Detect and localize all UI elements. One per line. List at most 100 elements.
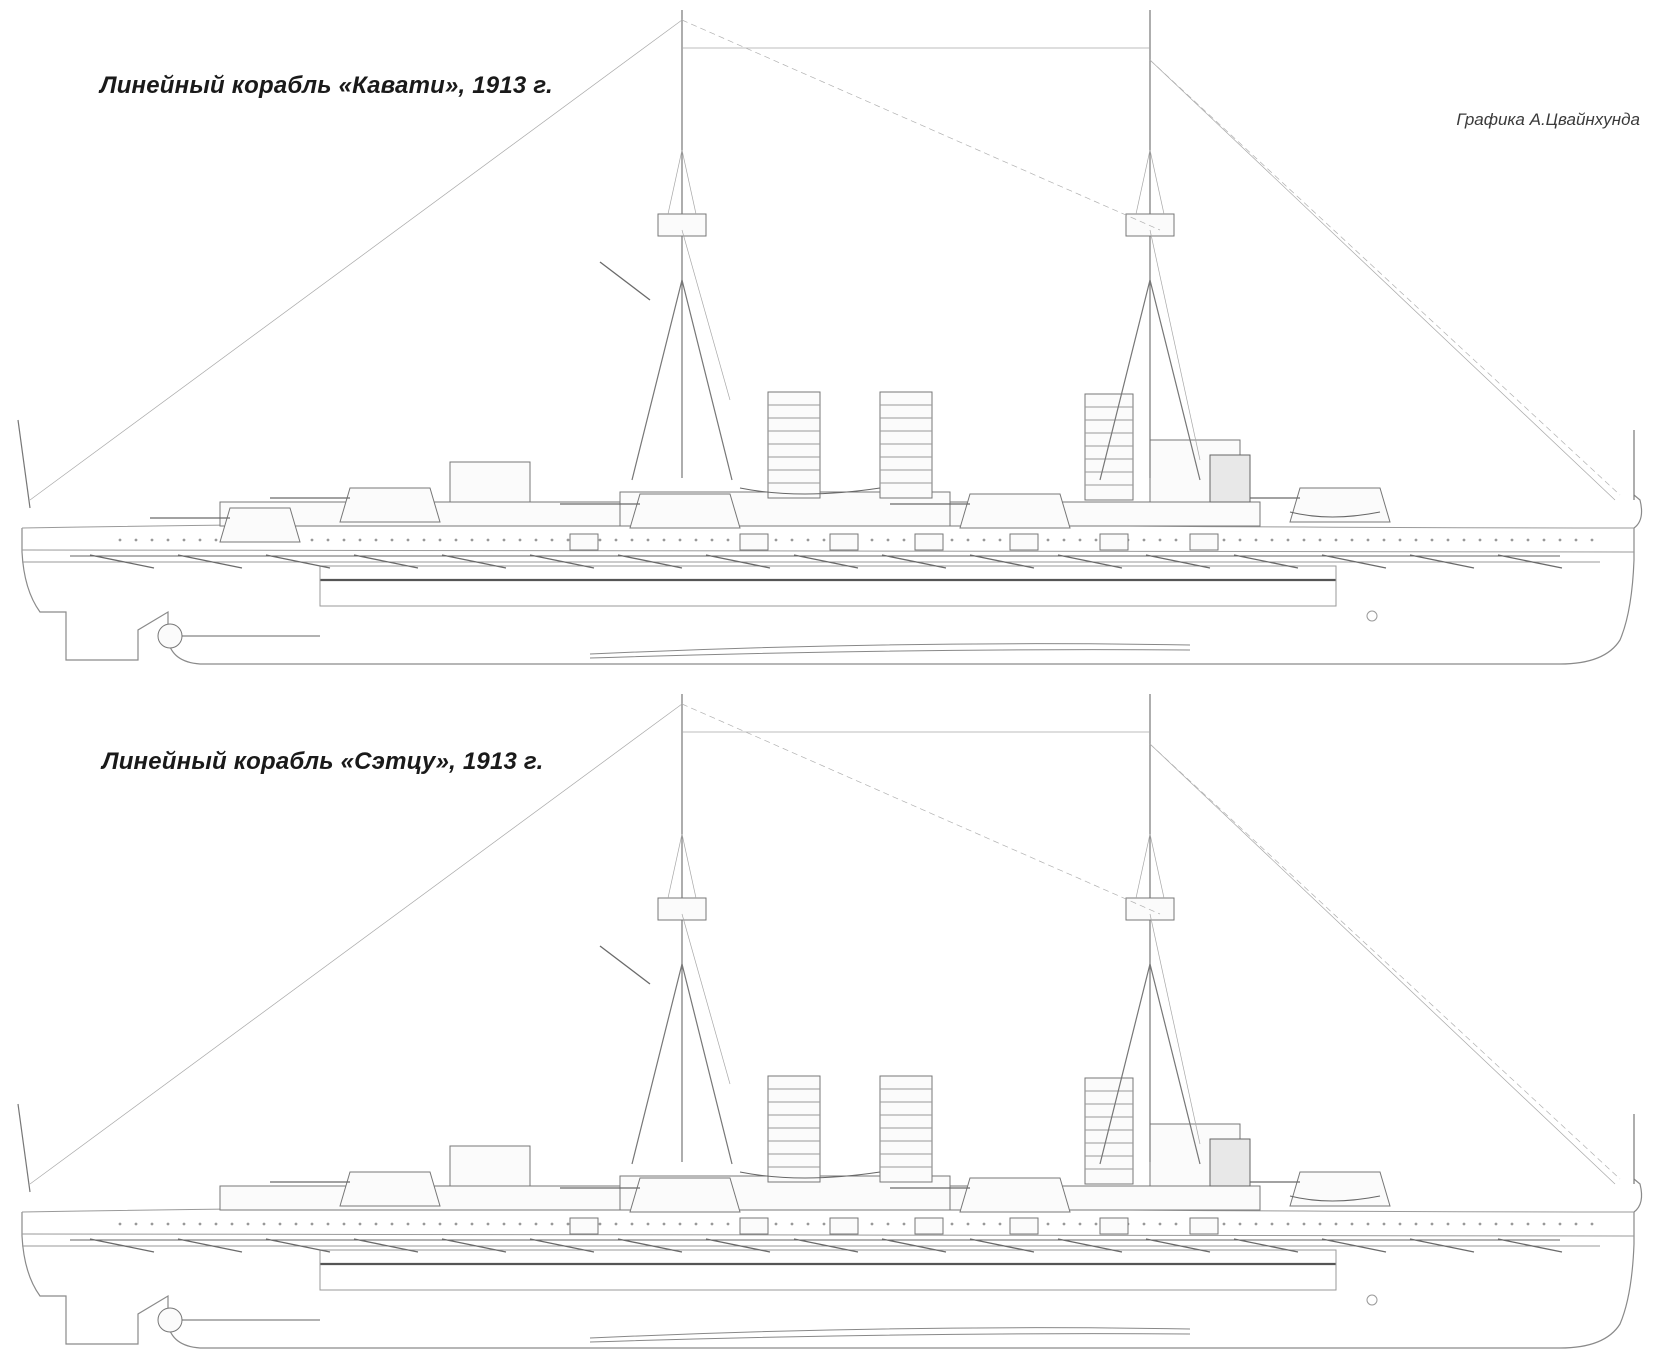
porthole	[1462, 1222, 1466, 1226]
tripod-leg	[1149, 279, 1201, 481]
wing-turret-fore	[629, 1177, 741, 1213]
aft-turret	[1289, 487, 1391, 523]
porthole	[182, 1222, 186, 1226]
net-boom	[265, 1238, 331, 1253]
funnel	[1084, 1077, 1134, 1185]
porthole	[470, 1222, 474, 1226]
porthole	[1414, 538, 1418, 542]
ensign-staff	[17, 1103, 31, 1193]
porthole	[1238, 1222, 1242, 1226]
boat-derrick	[599, 261, 651, 301]
porthole	[534, 1222, 538, 1226]
porthole	[454, 538, 458, 542]
porthole	[454, 1222, 458, 1226]
porthole	[1430, 538, 1434, 542]
porthole	[998, 1222, 1002, 1226]
porthole	[278, 1222, 282, 1226]
tripod-leg	[681, 279, 733, 481]
ensign-staff	[17, 419, 31, 509]
net-boom	[441, 1238, 507, 1253]
porthole	[150, 1222, 154, 1226]
porthole	[1286, 1222, 1290, 1226]
casemate	[914, 1217, 944, 1235]
porthole	[310, 538, 314, 542]
porthole	[982, 1222, 986, 1226]
porthole	[902, 538, 906, 542]
net-boom	[1321, 1238, 1387, 1253]
porthole	[358, 1222, 362, 1226]
casemate	[829, 1217, 859, 1235]
porthole	[1142, 538, 1146, 542]
porthole	[1078, 1222, 1082, 1226]
porthole	[1590, 1222, 1594, 1226]
porthole	[134, 538, 138, 542]
bilge-keel	[589, 643, 1191, 655]
porthole	[198, 538, 202, 542]
net-boom	[1233, 554, 1299, 569]
net-boom	[969, 1238, 1035, 1253]
bilge-keel-lower	[589, 649, 1191, 659]
porthole	[518, 1222, 522, 1226]
porthole	[326, 1222, 330, 1226]
porthole	[1398, 1222, 1402, 1226]
porthole	[1094, 538, 1098, 542]
porthole	[1238, 538, 1242, 542]
net-boom	[705, 554, 771, 569]
net-boom	[617, 1238, 683, 1253]
porthole	[1062, 538, 1066, 542]
porthole	[1286, 538, 1290, 542]
fighting-top	[657, 213, 707, 237]
porthole	[118, 1222, 122, 1226]
porthole	[550, 538, 554, 542]
fore-turret	[339, 1171, 441, 1207]
porthole	[1446, 538, 1450, 542]
net-boom	[265, 554, 331, 569]
wing-turret-fore	[629, 493, 741, 529]
aerial-aft	[1149, 743, 1621, 1180]
shroud	[681, 229, 731, 401]
casemate	[569, 1217, 599, 1235]
net-boom	[353, 1238, 419, 1253]
fore-bridge	[449, 1145, 531, 1187]
net-boom	[1057, 1238, 1123, 1253]
ship-drawing-settsu	[17, 694, 1643, 1349]
porthole	[1382, 538, 1386, 542]
porthole	[1398, 538, 1402, 542]
porthole	[550, 1222, 554, 1226]
porthole	[1302, 538, 1306, 542]
porthole	[422, 538, 426, 542]
net-boom	[969, 554, 1035, 569]
hawse-hole	[1366, 1294, 1378, 1306]
ship-drawing-kawachi	[17, 10, 1643, 665]
porthole	[1174, 538, 1178, 542]
porthole	[518, 538, 522, 542]
porthole	[1222, 538, 1226, 542]
porthole	[1046, 1222, 1050, 1226]
porthole	[342, 538, 346, 542]
porthole	[646, 1222, 650, 1226]
porthole	[886, 1222, 890, 1226]
topmast-stay	[1135, 833, 1151, 899]
net-boom	[1145, 554, 1211, 569]
fore-stay	[29, 703, 683, 1185]
porthole	[134, 1222, 138, 1226]
casemate	[739, 1217, 769, 1235]
hull-outline	[21, 1212, 1635, 1349]
net-boom	[1409, 1238, 1475, 1253]
porthole	[438, 1222, 442, 1226]
porthole	[1574, 1222, 1578, 1226]
porthole	[1382, 1222, 1386, 1226]
porthole	[1462, 538, 1466, 542]
porthole	[1510, 1222, 1514, 1226]
fighting-top	[1125, 897, 1175, 921]
fighting-top	[657, 897, 707, 921]
funnel	[879, 391, 933, 499]
net-boom	[1233, 1238, 1299, 1253]
porthole	[1510, 538, 1514, 542]
net-boom	[89, 1238, 155, 1253]
porthole	[1254, 538, 1258, 542]
bilge-keel-lower	[589, 1333, 1191, 1343]
porthole	[614, 1222, 618, 1226]
porthole	[166, 538, 170, 542]
ship-title-settsu: Линейный корабль «Сэтцу», 1913 г.	[102, 748, 544, 775]
